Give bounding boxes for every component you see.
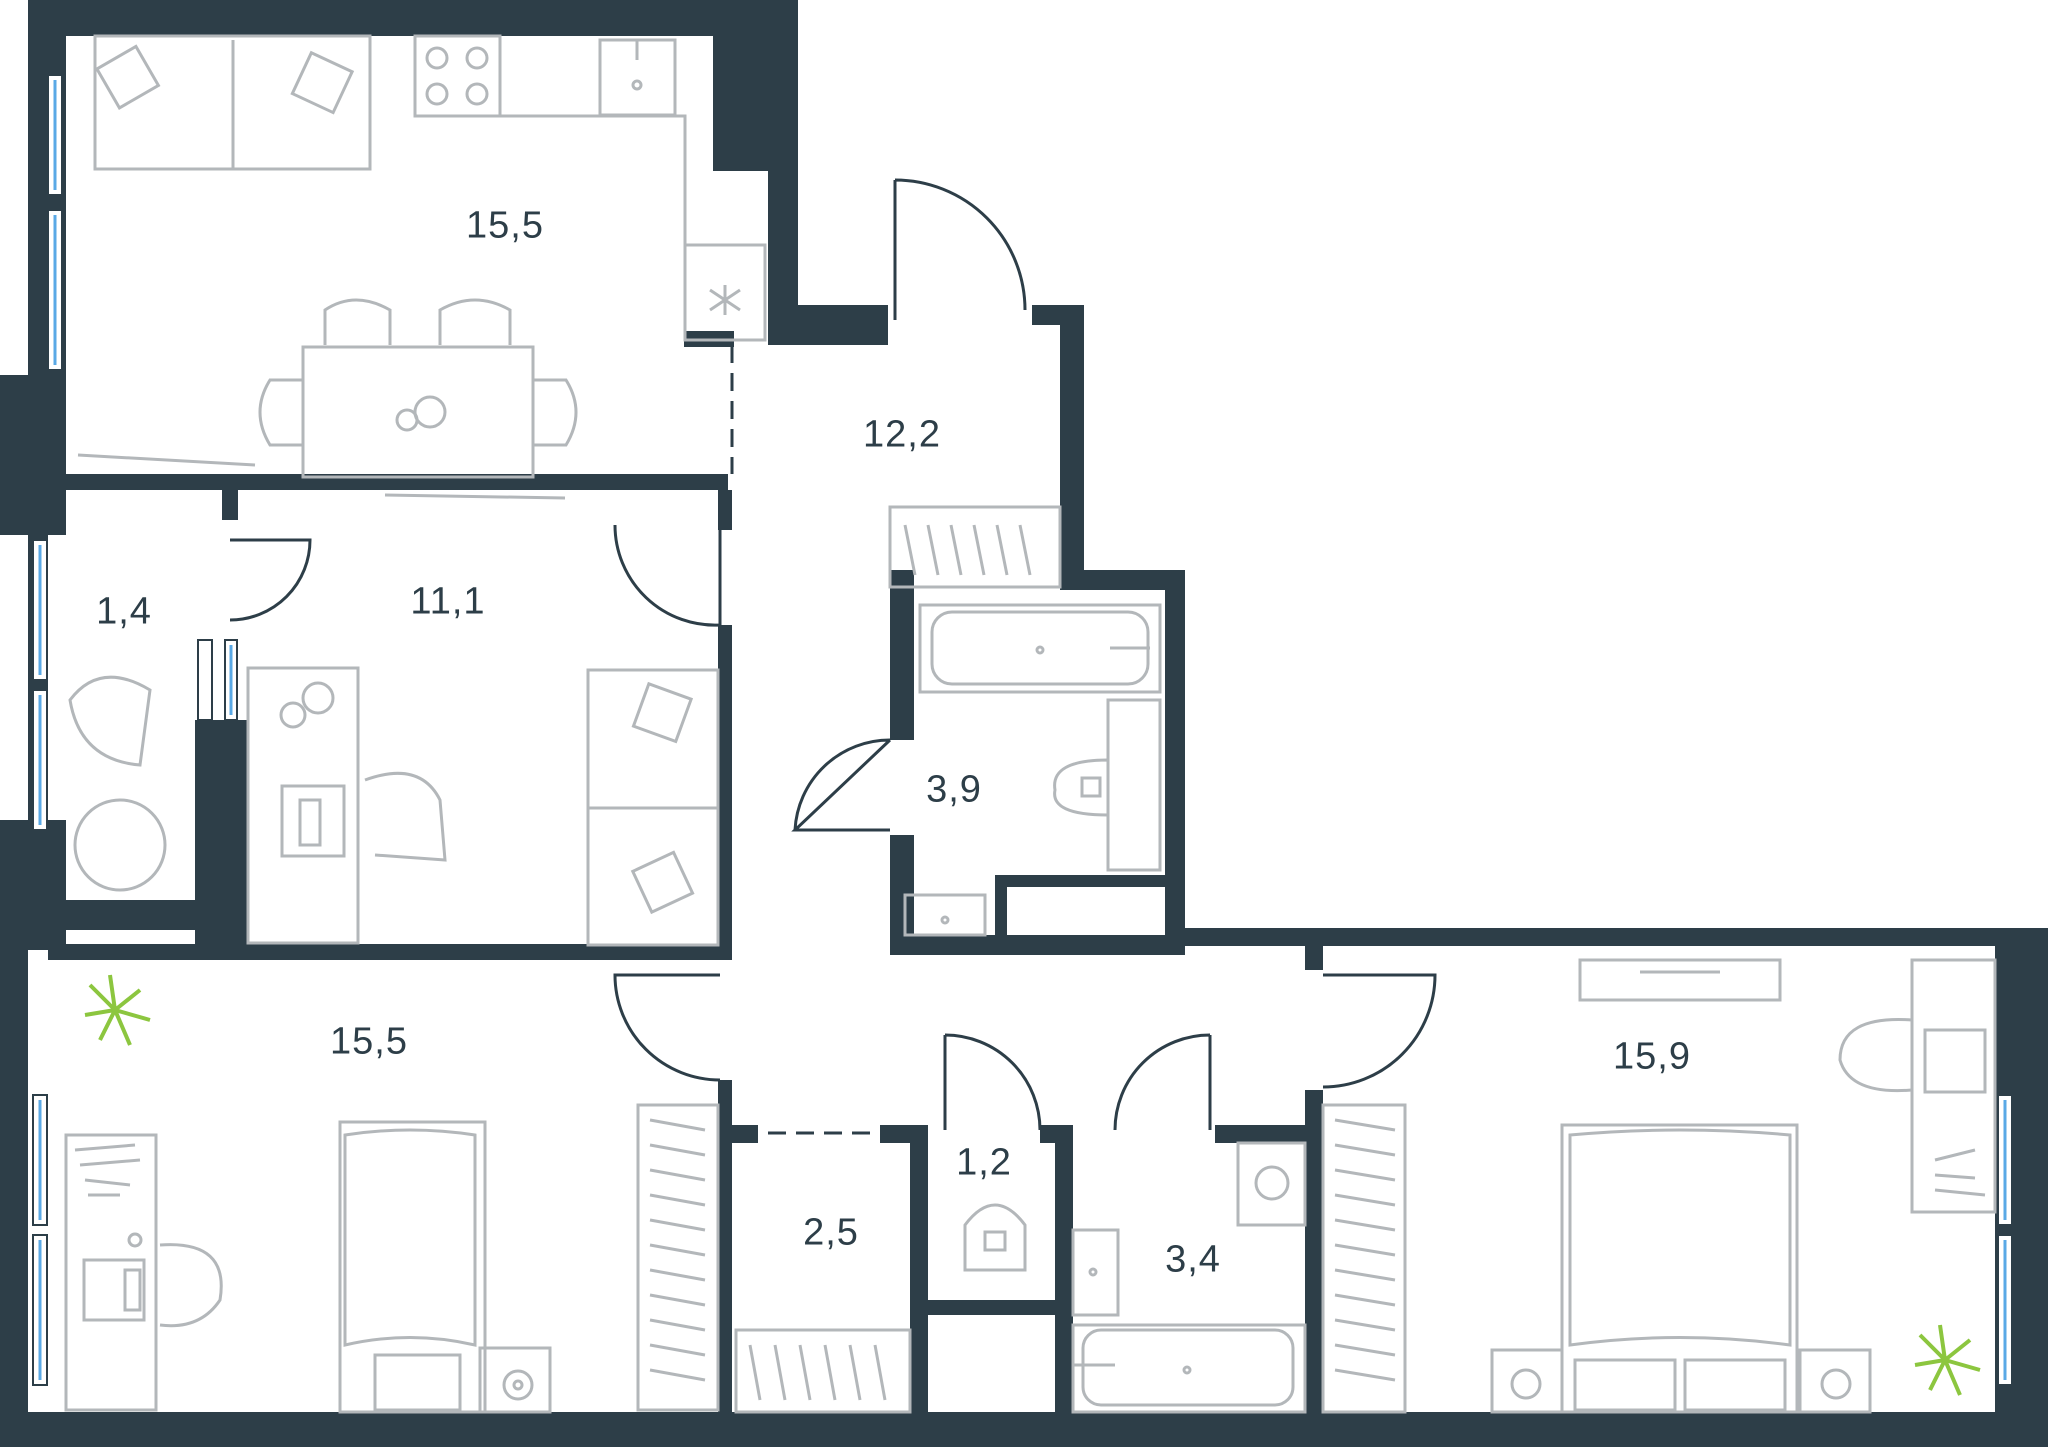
bathtub-icon: [918, 603, 1162, 694]
balcony-area: 1,4: [96, 590, 152, 633]
windows: [32, 74, 2013, 1386]
table-icon: [301, 345, 535, 479]
desk-icon: [64, 1133, 223, 1412]
study-area: 11,1: [410, 580, 486, 623]
plant-icon: [1914, 1324, 1981, 1396]
sink-icon: [598, 38, 677, 117]
desk-icon: [246, 666, 447, 945]
bathroom-2-area: 3,4: [1165, 1238, 1221, 1281]
washing-machine-icon: [1236, 1141, 1307, 1227]
desk-icon: [1838, 958, 1997, 1214]
washing-machine-icon: [1490, 1348, 1872, 1414]
chair-icon: [258, 298, 578, 447]
doors: [229, 178, 1437, 1131]
sink-icon: [1071, 1228, 1120, 1317]
wardrobe-icon: [734, 1328, 912, 1414]
wardrobe-icon: [888, 505, 1062, 589]
wc-area: 1,2: [956, 1141, 1012, 1184]
bedroom-right-area: 15,9: [1613, 1035, 1691, 1078]
sink-icon: [903, 893, 987, 937]
plant-icon: [84, 974, 151, 1046]
bed-icon: [1560, 1123, 1799, 1414]
kitchen-living-area: 15,5: [466, 204, 544, 247]
sofa-icon: [586, 668, 720, 947]
hallway-area: 12,2: [863, 413, 941, 456]
washing-machine-icon: [478, 1346, 552, 1414]
furniture: [64, 34, 1997, 1414]
toilet-icon: [963, 1203, 1027, 1272]
sofa-icon: [93, 34, 372, 171]
storage-area: 2,5: [803, 1211, 859, 1254]
toilet-icon: [1053, 758, 1110, 817]
bedroom-left-area: 15,5: [330, 1020, 408, 1063]
bathtub-icon: [1071, 1323, 1307, 1414]
bed-icon: [338, 1120, 487, 1414]
wardrobe-icon: [1321, 1103, 1407, 1414]
stove-icon: [413, 34, 502, 118]
bathroom-1-area: 3,9: [926, 768, 982, 811]
wardrobe-icon: [636, 1103, 720, 1412]
